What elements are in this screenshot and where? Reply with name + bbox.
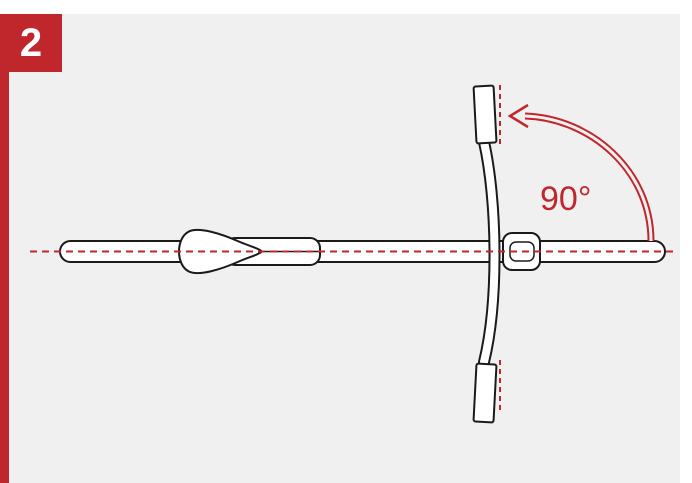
angle-label: 90° xyxy=(540,180,591,218)
step-number: 2 xyxy=(19,20,43,65)
right-margin xyxy=(680,0,692,483)
saddle-top-view xyxy=(178,228,264,275)
step-number-badge: 2 xyxy=(0,14,62,72)
grip-top xyxy=(472,84,498,145)
top-margin xyxy=(0,0,692,14)
rotation-arrow-icon xyxy=(507,103,655,242)
handlebar-fill xyxy=(480,138,499,366)
accent-side-bar xyxy=(0,72,9,483)
grip-bottom xyxy=(472,362,498,424)
